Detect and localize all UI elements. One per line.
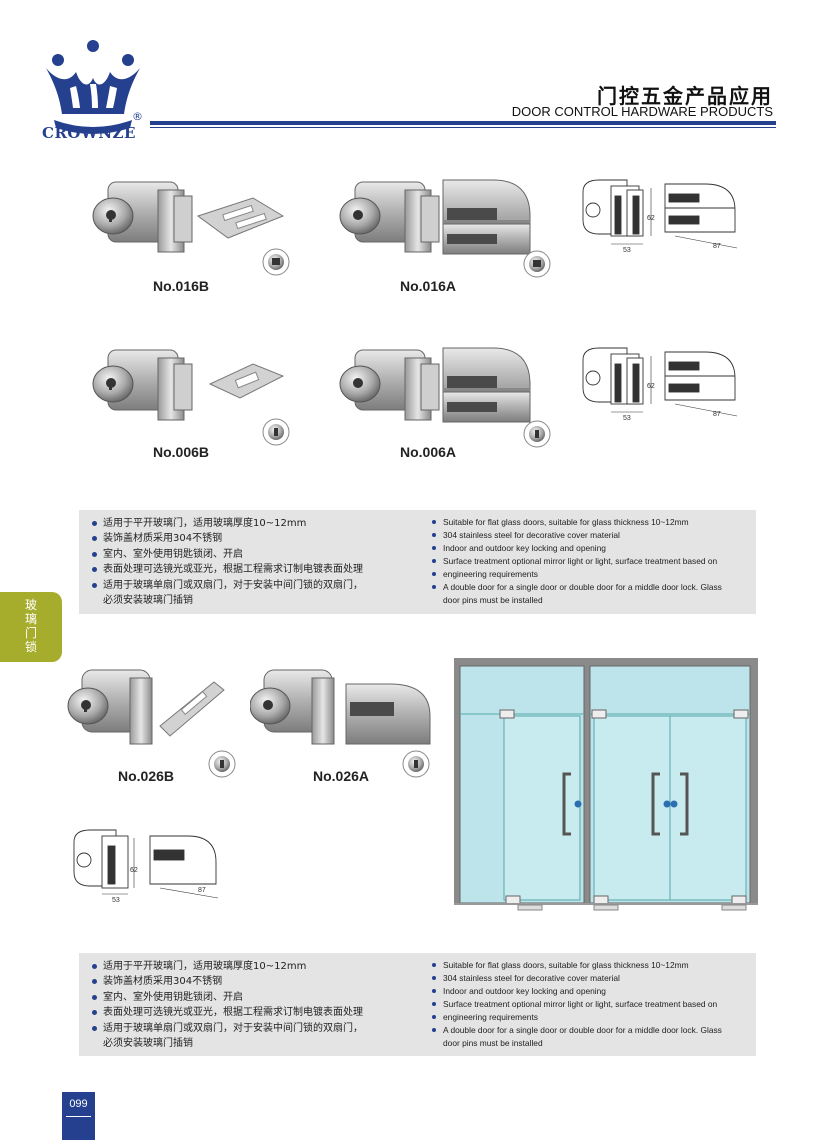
spec-item: 室内、室外使用钥匙锁闭、开启: [91, 547, 421, 562]
side-tab-char: 门: [24, 626, 37, 640]
product-label-016a: No.016A: [400, 278, 457, 294]
dim-height-label: 62: [130, 867, 138, 874]
side-tab-char: 璃: [24, 612, 37, 626]
side-tab-char: 玻: [24, 598, 37, 612]
dim-width-label: 53: [112, 897, 120, 904]
dim-depth-label: 87: [713, 411, 721, 418]
page-title-cn: 门控五金产品应用: [597, 84, 773, 108]
product-image-016a: [339, 179, 551, 278]
spec-item-continued: 必须安装玻璃门插销: [103, 1038, 193, 1050]
page-number: 099: [69, 1098, 88, 1110]
spec-item: Suitable for flat glass doors, suitable …: [431, 959, 751, 972]
product-label-006b: No.006B: [153, 444, 210, 460]
spec-list-cn: 适用于平开玻璃门，适用玻璃厚度10~12mm 装饰盖材质采用304不锈钢 室内、…: [91, 959, 421, 1051]
product-image-006b: [92, 349, 290, 446]
spec-item: engineering requirements: [431, 1011, 751, 1024]
product-label-006a: No.006A: [400, 444, 457, 460]
spec-list-en: Suitable for flat glass doors, suitable …: [431, 959, 751, 1050]
spec-item-continued: 必须安装玻璃门插销: [103, 595, 193, 607]
spec-item: 适用于平开玻璃门，适用玻璃厚度10~12mm: [91, 516, 421, 531]
product-image-006a: [339, 347, 551, 448]
spec-item: 304 stainless steel for decorative cover…: [431, 972, 751, 985]
dimension-drawing-006: 62 53 87: [582, 347, 738, 422]
spec-list-cn: 适用于平开玻璃门，适用玻璃厚度10~12mm 装饰盖材质采用304不锈钢 室内、…: [91, 516, 421, 608]
page-title-en: DOOR CONTROL HARDWARE PRODUCTS: [511, 104, 773, 119]
category-side-tab: 玻 璃 门 锁: [0, 592, 62, 662]
spec-item: A double door for a single door or doubl…: [431, 1024, 751, 1037]
registered-mark: ®: [132, 110, 143, 123]
page-number-underline: [66, 1116, 91, 1117]
spec-panel-1: 适用于平开玻璃门，适用玻璃厚度10~12mm 装饰盖材质采用304不锈钢 室内、…: [79, 510, 756, 614]
dimension-drawing-016: 62 53 87: [582, 179, 738, 254]
spec-item: Surface treatment optional mirror light …: [431, 998, 751, 1011]
spec-item: engineering requirements: [431, 568, 751, 581]
spec-item: 适用于平开玻璃门，适用玻璃厚度10~12mm: [91, 959, 421, 974]
spec-item: 表面处理可选镜光或亚光，根据工程需求订制电镀表面处理: [91, 1005, 421, 1020]
dim-width-label: 53: [623, 247, 631, 254]
spec-item: 室内、室外使用钥匙锁闭、开启: [91, 990, 421, 1005]
dim-depth-label: 87: [198, 887, 206, 894]
brand-name: CROWNZE: [42, 124, 136, 142]
spec-item: 装饰盖材质采用304不锈钢: [91, 974, 421, 989]
spec-item: 装饰盖材质采用304不锈钢: [91, 531, 421, 546]
header-rule-thin: [150, 127, 776, 128]
product-image-016b: [92, 181, 290, 276]
header-rule: [150, 121, 776, 125]
product-image-026a: [250, 669, 431, 778]
glass-door-installation-diagram: [454, 658, 758, 911]
product-label-016b: No.016B: [153, 278, 210, 294]
spec-item: Suitable for flat glass doors, suitable …: [431, 516, 751, 529]
side-tab-char: 锁: [24, 640, 37, 654]
spec-list-en: Suitable for flat glass doors, suitable …: [431, 516, 751, 607]
spec-item: Indoor and outdoor key locking and openi…: [431, 542, 751, 555]
spec-panel-2: 适用于平开玻璃门，适用玻璃厚度10~12mm 装饰盖材质采用304不锈钢 室内、…: [79, 953, 756, 1056]
spec-item: 表面处理可选镜光或亚光，根据工程需求订制电镀表面处理: [91, 562, 421, 577]
dim-depth-label: 87: [713, 243, 721, 250]
spec-item: 304 stainless steel for decorative cover…: [431, 529, 751, 542]
dim-width-label: 53: [623, 415, 631, 422]
dimension-drawing-026: 62 53 87: [73, 829, 219, 904]
product-label-026a: No.026A: [313, 768, 370, 784]
dim-height-label: 62: [647, 383, 655, 390]
spec-item: 适用于玻璃单扇门或双扇门，对于安装中间门锁的双扇门，: [91, 1021, 421, 1036]
spec-item-continued: door pins must be installed: [443, 1038, 543, 1048]
spec-item-continued: door pins must be installed: [443, 595, 543, 605]
spec-item: Surface treatment optional mirror light …: [431, 555, 751, 568]
product-image-026b: [67, 669, 236, 778]
product-label-026b: No.026B: [118, 768, 175, 784]
spec-item: A double door for a single door or doubl…: [431, 581, 751, 594]
crown-logo: [46, 40, 140, 134]
spec-item: Indoor and outdoor key locking and openi…: [431, 985, 751, 998]
dim-height-label: 62: [647, 215, 655, 222]
spec-item: 适用于玻璃单扇门或双扇门，对于安装中间门锁的双扇门，: [91, 578, 421, 593]
